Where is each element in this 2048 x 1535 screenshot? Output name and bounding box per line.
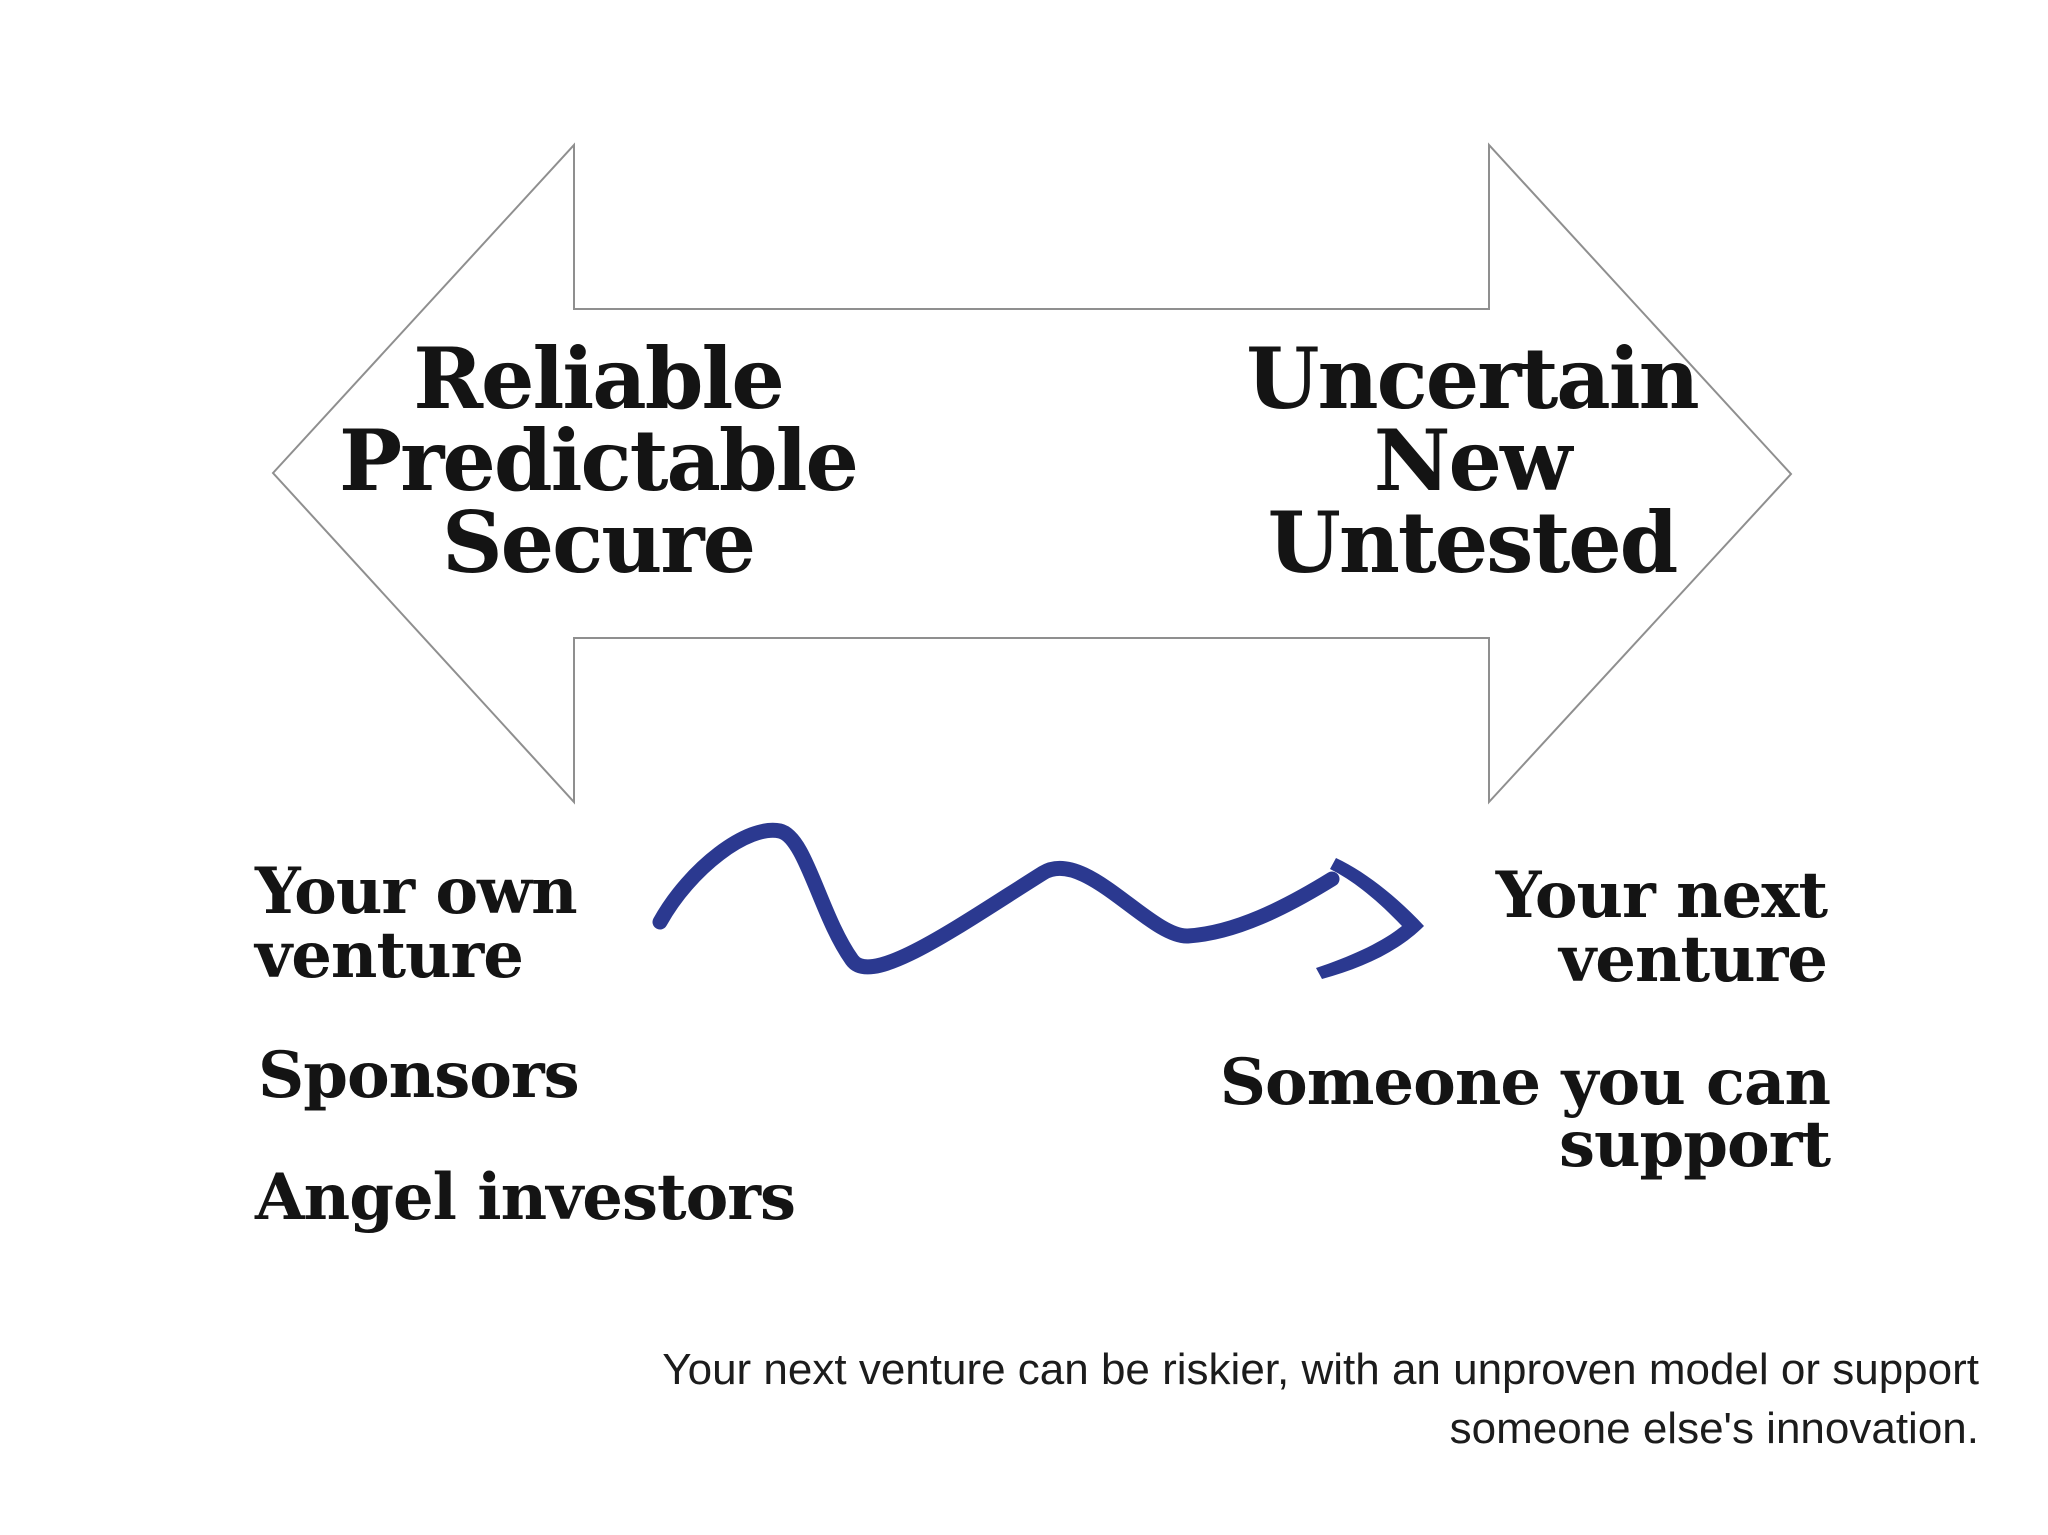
someone-line-2: support (1558, 1107, 1831, 1182)
spectrum-left-line-3: Secure (441, 493, 756, 592)
double-arrow-shape (271, 142, 1793, 805)
spectrum-right-label: Uncertain New Untested (1212, 329, 1732, 592)
your-next-venture-line-1: Your next (1495, 858, 1828, 933)
your-own-venture-line-1: Your own (255, 854, 578, 929)
sponsors-label: Sponsors (258, 1038, 580, 1113)
squiggle-arrowhead-icon (1316, 858, 1424, 979)
caption-line-2: someone else's innovation. (1449, 1404, 1979, 1453)
someone-line-1: Someone you can (1219, 1045, 1831, 1120)
your-own-venture-label: Your own venture (255, 854, 578, 993)
spectrum-right-line-1: Uncertain (1246, 329, 1699, 428)
spectrum-right-line-3: Untested (1267, 493, 1679, 592)
spectrum-right-line-2: New (1373, 411, 1573, 510)
your-next-venture-line-2: venture (1559, 922, 1828, 997)
angel-investors-label: Angel investors (255, 1160, 796, 1235)
caption-text: Your next venture can be riskier, with a… (662, 1340, 1979, 1458)
squiggle-arrow-shaft (652, 822, 1340, 975)
spectrum-left-line-1: Reliable (413, 329, 785, 428)
caption-line-1: Your next venture can be riskier, with a… (662, 1345, 1979, 1394)
your-own-venture-line-2: venture (255, 918, 524, 993)
spectrum-left-label: Reliable Predictable Secure (338, 329, 859, 592)
your-next-venture-label: Your next venture (1495, 858, 1828, 997)
spectrum-left-line-2: Predictable (339, 411, 859, 510)
someone-you-can-support-label: Someone you can support (1219, 1045, 1831, 1182)
